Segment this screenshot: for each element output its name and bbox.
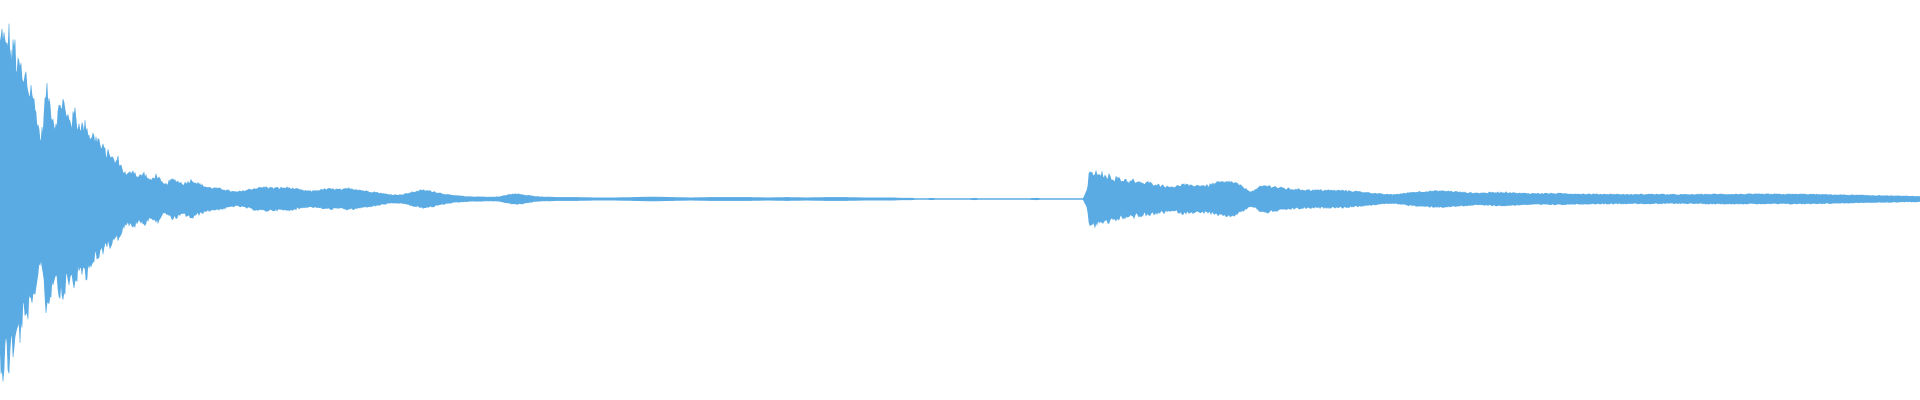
waveform-path (0, 23, 1920, 382)
